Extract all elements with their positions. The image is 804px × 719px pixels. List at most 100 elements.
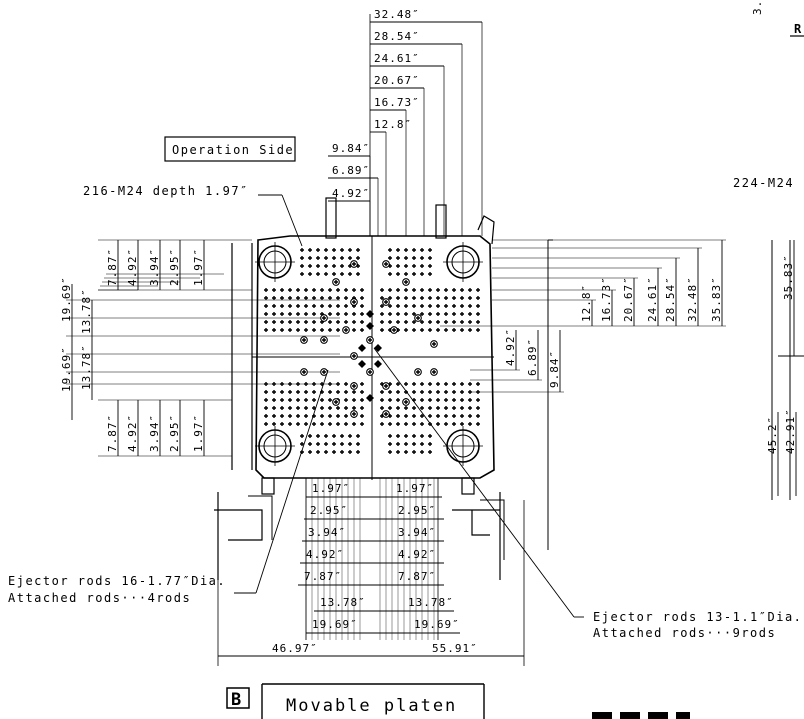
cut-r-label: R: [794, 22, 803, 36]
tapped-hole: [280, 422, 284, 426]
tapped-hole: [428, 272, 432, 276]
tapped-hole: [308, 264, 312, 268]
tapped-hole: [444, 312, 448, 316]
tapped-hole: [320, 382, 324, 386]
attached-rod: [358, 360, 366, 368]
tapped-hole: [436, 328, 440, 332]
tapped-hole: [352, 312, 356, 316]
tapped-hole: [360, 312, 364, 316]
tapped-hole: [452, 422, 456, 426]
section-marker-letter: B: [231, 690, 243, 710]
tapped-hole: [436, 288, 440, 292]
top-dim-label: 28.54″: [374, 30, 420, 43]
tapped-hole: [460, 296, 464, 300]
tapped-hole: [328, 288, 332, 292]
tapped-hole: [428, 422, 432, 426]
left-side-dim-label: 13.78″: [80, 344, 93, 390]
tapped-hole: [420, 272, 424, 276]
tapped-hole: [288, 422, 292, 426]
tapped-hole: [412, 422, 416, 426]
top-dim-label: 6.89″: [332, 164, 370, 177]
foot-left: [214, 492, 263, 580]
tapped-hole: [304, 422, 308, 426]
tapped-hole: [412, 398, 416, 402]
tapped-hole: [340, 256, 344, 260]
tapped-hole: [396, 406, 400, 410]
tapped-hole: [336, 422, 340, 426]
tapped-hole: [396, 398, 400, 402]
left-bottom-dim-label: 3.94″: [148, 414, 161, 452]
tapped-hole: [412, 320, 416, 324]
tapped-hole: [352, 262, 356, 266]
ejector-right-label-1: Ejector rods 13-1.1″Dia.: [593, 610, 802, 624]
tapped-hole: [428, 414, 432, 418]
tapped-hole: [312, 414, 316, 418]
tapped-hole: [288, 312, 292, 316]
tapped-hole: [380, 304, 384, 308]
tapped-hole: [388, 248, 392, 252]
support: [248, 495, 505, 560]
tapped-hole: [476, 304, 480, 308]
tapped-hole: [444, 422, 448, 426]
tapped-hole: [380, 328, 384, 332]
tapped-hole: [412, 264, 416, 268]
tapped-hole: [468, 406, 472, 410]
tapped-hole: [296, 398, 300, 402]
left-top-dim-label: 4.92″: [126, 248, 139, 286]
tapped-hole: [308, 434, 312, 438]
tapped-hole: [412, 312, 416, 316]
tapped-hole: [412, 450, 416, 454]
tapped-hole: [388, 312, 392, 316]
tapped-hole: [404, 248, 408, 252]
tapped-hole: [272, 320, 276, 324]
tapped-hole: [420, 312, 424, 316]
tapped-hole: [316, 264, 320, 268]
tapped-hole: [288, 406, 292, 410]
tapped-hole: [360, 406, 364, 410]
tapped-hole: [444, 288, 448, 292]
tapped-hole: [396, 296, 400, 300]
tapped-hole: [336, 296, 340, 300]
tapped-hole: [344, 422, 348, 426]
tapped-hole: [436, 320, 440, 324]
tapped-hole: [460, 320, 464, 324]
tapped-hole: [428, 382, 432, 386]
tapped-hole: [264, 406, 268, 410]
tapped-hole: [420, 450, 424, 454]
bottom-right-dim-label: 4.92″: [398, 548, 436, 561]
bottom-left-dim-label: 13.78″: [320, 596, 366, 609]
tapped-hole: [404, 400, 408, 404]
top-dim-label: 24.61″: [374, 52, 420, 65]
tapped-hole: [460, 390, 464, 394]
tapped-hole: [264, 398, 268, 402]
right-dim-label: 16.73″: [600, 276, 613, 322]
tapped-hole: [420, 434, 424, 438]
tapped-hole: [312, 328, 316, 332]
tapped-hole: [322, 338, 326, 342]
tapped-hole: [264, 328, 268, 332]
tapped-hole: [436, 296, 440, 300]
tapped-hole: [428, 312, 432, 316]
left-bottom-dim-label: 4.92″: [126, 414, 139, 452]
tapped-hole: [452, 328, 456, 332]
tapped-hole: [420, 320, 424, 324]
tapped-hole: [296, 422, 300, 426]
tapped-hole: [420, 406, 424, 410]
tapped-hole: [452, 296, 456, 300]
tapped-hole: [404, 296, 408, 300]
tapped-hole: [316, 442, 320, 446]
tapped-hole: [300, 442, 304, 446]
tapped-hole: [436, 312, 440, 316]
tapped-hole: [296, 382, 300, 386]
tapped-hole: [404, 414, 408, 418]
tapped-hole: [336, 312, 340, 316]
tapped-hole: [340, 450, 344, 454]
tapped-hole: [280, 304, 284, 308]
tapped-hole: [296, 296, 300, 300]
tapped-hole: [396, 320, 400, 324]
tapped-hole: [352, 398, 356, 402]
tapped-hole: [308, 442, 312, 446]
tapped-hole: [476, 320, 480, 324]
tapped-holes-cut-label: 224-M24: [733, 176, 794, 190]
tapped-hole: [404, 312, 408, 316]
